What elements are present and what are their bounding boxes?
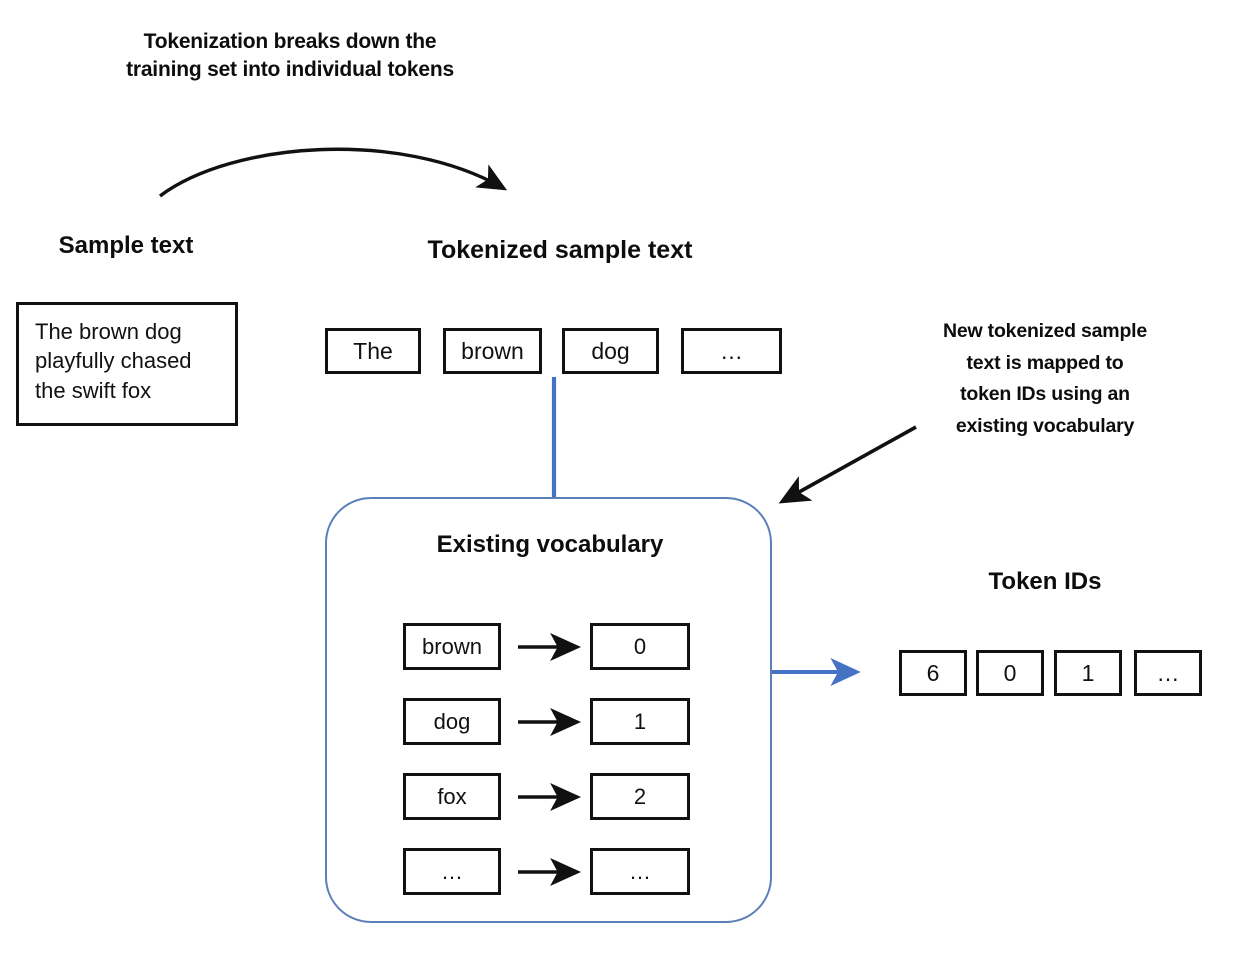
vocab-id-box: 2 [590, 773, 690, 820]
mapping-annotation-line-3: token IDs using an [960, 383, 1130, 406]
vocab-word-box: fox [403, 773, 501, 820]
token-box: The [325, 328, 421, 374]
mapping-annotation-line-1: New tokenized sample [942, 320, 1148, 342]
token-box: dog [562, 328, 659, 374]
existing-vocabulary-panel [325, 497, 772, 923]
tokenized-text-heading: Tokenized sample text [427, 236, 693, 264]
tokenization-annotation-line-2: training set into individual tokens [126, 57, 454, 81]
token-ids-heading: Token IDs [988, 568, 1102, 595]
tokenization-curved-arrow [158, 147, 508, 198]
existing-vocabulary-heading: Existing vocabulary [436, 531, 664, 558]
token-id-box: 1 [1054, 650, 1122, 696]
mapping-annotation-arrow [778, 425, 917, 504]
mapping-annotation-line-2: text is mapped to [966, 351, 1124, 374]
token-box: brown [443, 328, 542, 374]
vocab-word-box: brown [403, 623, 501, 670]
vocab-id-box: … [590, 848, 690, 895]
sample-text-heading: Sample text [58, 232, 194, 259]
vocab-id-box: 0 [590, 623, 690, 670]
mapping-annotation-line-4: existing vocabulary [955, 414, 1135, 437]
tokenization-annotation-line-1: Tokenization breaks down the [143, 30, 437, 53]
token-id-box: 0 [976, 650, 1044, 696]
sample-text-box: The brown dog playfully chased the swift… [16, 302, 238, 426]
token-id-box: 6 [899, 650, 967, 696]
mapping-annotation: New tokenized sample text is mapped to t… [900, 316, 1190, 442]
tokenization-annotation: Tokenization breaks down the training se… [85, 28, 495, 83]
vocab-word-box: dog [403, 698, 501, 745]
token-box: … [681, 328, 782, 374]
vocab-word-box: … [403, 848, 501, 895]
token-id-box: … [1134, 650, 1202, 696]
vocab-id-box: 1 [590, 698, 690, 745]
